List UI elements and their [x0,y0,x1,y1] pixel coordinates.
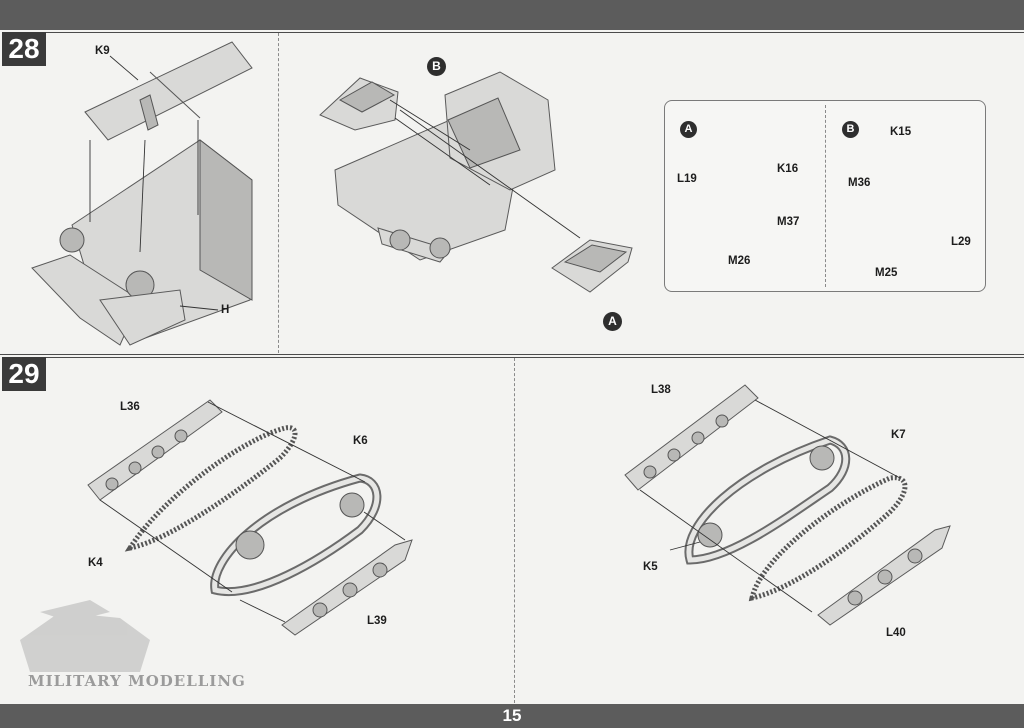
step-28-number: 28 [2,32,46,66]
inset-divider [825,105,826,287]
hull-rear-drawing [31,41,253,346]
part-label-l39: L39 [367,615,387,627]
step-29-number: 29 [2,357,46,391]
part-label-m36: M36 [848,177,871,189]
detail-inset [664,100,986,292]
part-label-m26: M26 [728,255,751,267]
part-label-k9: K9 [95,45,110,57]
step-separator [0,354,1024,355]
part-label-l38: L38 [651,384,671,396]
step-29-divider [514,358,515,703]
part-label-k4: K4 [88,557,103,569]
part-label-k6: K6 [353,435,368,447]
upper-hull-drawing [319,71,633,293]
part-label-k5: K5 [643,561,658,573]
part-label-l36: L36 [120,401,140,413]
watermark-text: MILITARY MODELLING [28,672,246,690]
callout-b: B [427,57,446,76]
inset-callout-a: A [680,121,697,138]
top-bar [0,0,1024,30]
part-label-l19: L19 [677,173,697,185]
part-label-k7: K7 [891,429,906,441]
part-label-l29: L29 [951,236,971,248]
page-number: 15 [502,706,522,725]
left-track-drawing [87,399,413,636]
footer-bar [0,704,1024,728]
step-28-divider [278,33,279,353]
watermark-silhouette [20,600,150,672]
right-track-drawing [624,384,951,626]
step-28-top-rule [46,32,1024,33]
part-label-k15: K15 [890,126,912,138]
inset-callout-b: B [842,121,859,138]
part-label-h: H [221,304,230,316]
part-label-m25: M25 [875,267,898,279]
part-label-m37: M37 [777,216,800,228]
part-label-l40: L40 [886,627,906,639]
step-29-top-rule [46,357,1024,358]
callout-a: A [603,312,622,331]
part-label-k16: K16 [777,163,799,175]
